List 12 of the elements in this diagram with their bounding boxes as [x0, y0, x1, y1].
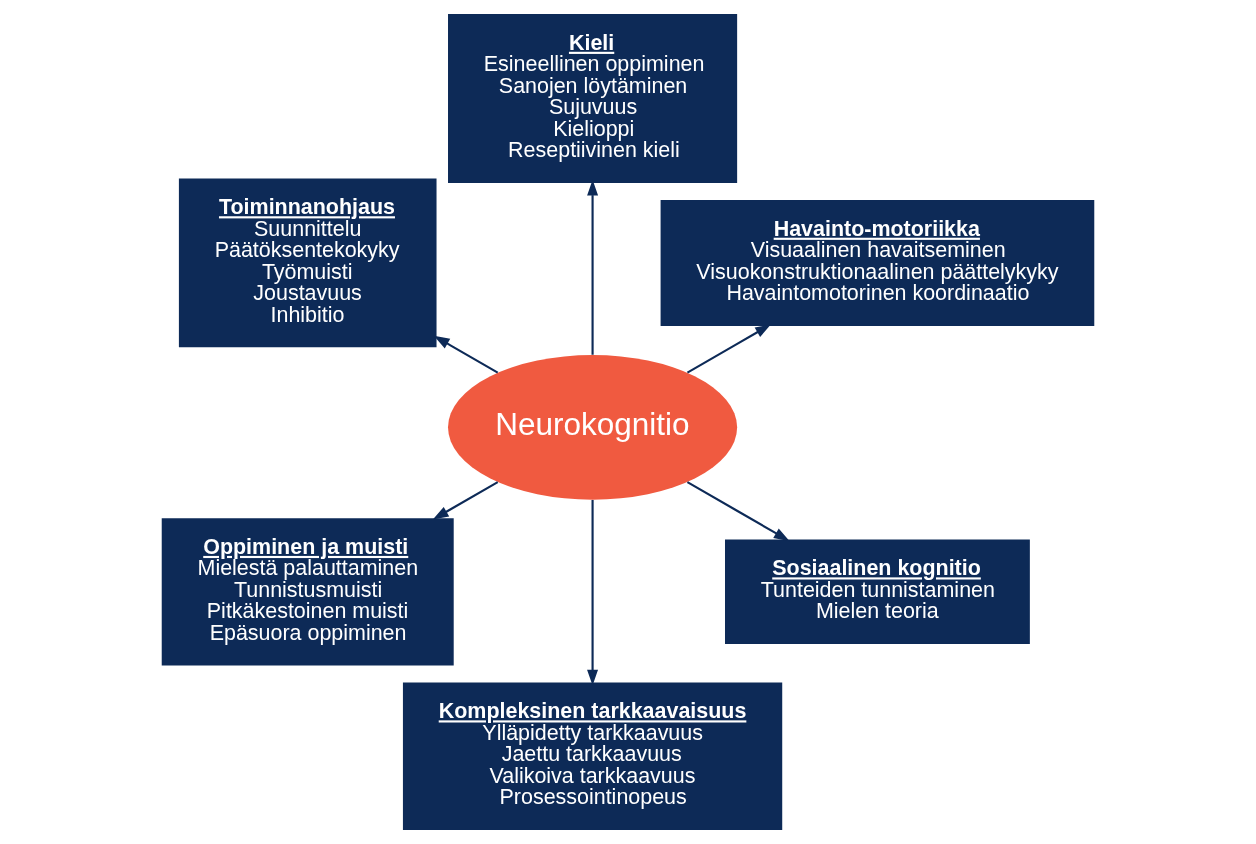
node-box: Sosiaalinen kognitio Tunteiden tunnistaminen Mielen teoria: [725, 539, 1030, 645]
node-ellipse: Neurokognitio: [448, 355, 738, 500]
node-box: Oppiminen ja muisti Mielestä palauttaminen Tunnistusmuisti Pitkäkestoinen muisti Epäsuora oppiminen: [161, 518, 454, 666]
node-box: Toiminnanohjaus Suunnittelu Päätöksentekokyky Työmuisti Joustavuus Inhibitio: [178, 178, 437, 348]
node-box: Kompleksinen tarkkaavaisuus Ylläpidetty tarkkaavuus Jaettu tarkkaavuus Valikoiva tarkkaavuus Prosessointinopeus: [402, 682, 783, 830]
arrow: [432, 481, 499, 520]
node-box: Havainto-motoriikka Visuaalinen havaitseminen Visuokonstruktionaalinen päättelykyky Havaintomotorinen koordinaatio: [660, 199, 1095, 326]
node-box: Kieli Esineellinen oppiminen Sanojen löytäminen Sujuvuus Kielioppi Reseptiivinen kieli: [448, 14, 738, 183]
arrow: [686, 481, 790, 542]
arrow: [433, 335, 499, 374]
arrow: [686, 324, 772, 374]
arrow: [587, 499, 599, 686]
